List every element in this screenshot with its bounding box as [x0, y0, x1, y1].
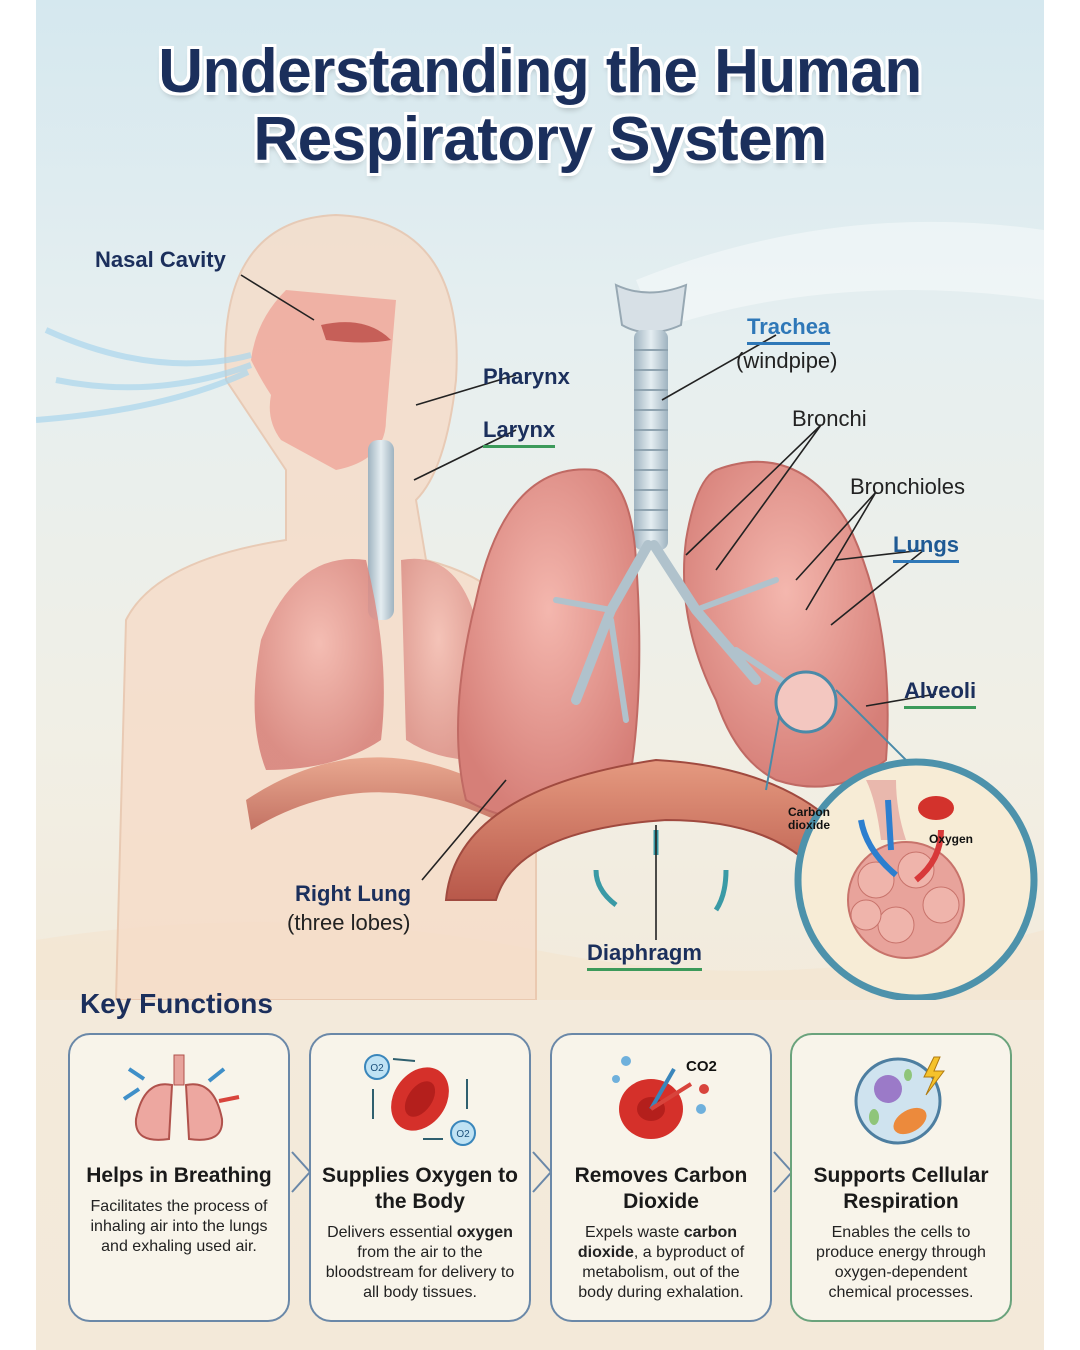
- lungs-icon: [122, 1054, 240, 1141]
- function-card-breathing: Helps in Breathing Facilitates the proce…: [68, 1033, 290, 1322]
- co2-arrow: [885, 799, 894, 851]
- diaphragm-arrows: [593, 830, 729, 912]
- function-card-co2: CO2 Removes Carbon Dioxide Expels waste …: [550, 1033, 772, 1322]
- card-description: Facilitates the process of inhaling air …: [90, 1198, 268, 1255]
- airflow-lines: [36, 327, 253, 423]
- key-functions-heading: Key Functions: [80, 988, 273, 1019]
- co2-arrow: [858, 819, 898, 878]
- card-description: Expels waste carbon dioxide, a byproduct…: [577, 1224, 745, 1301]
- respiratory-illustration: [36, 213, 1044, 1000]
- bronchi-tree: [553, 540, 799, 723]
- card-title: Helps in Breathing: [86, 1164, 272, 1187]
- label-trachea-sub: (windpipe): [736, 348, 838, 373]
- leader-lines: [240, 274, 937, 940]
- card-title: Supplies Oxygen to the Body: [321, 1164, 519, 1213]
- function-card-cellular: Supports Cellular Respiration Enables th…: [790, 1033, 1012, 1322]
- oxygen-arrow: [914, 829, 944, 883]
- function-card-oxygen: O2 O2 Supplies Oxygen to the Body Delive…: [309, 1033, 531, 1322]
- cell-energy-icon: [854, 1056, 945, 1145]
- label-right-lung: Right Lung: [295, 881, 412, 906]
- o2-text: O2: [456, 1129, 470, 1140]
- small-trachea: [368, 440, 394, 620]
- small-right-lung: [401, 558, 476, 760]
- co2-text: CO2: [686, 1058, 717, 1075]
- title-line-2: Respiratory System: [253, 105, 827, 174]
- label-trachea: Trachea: [747, 314, 831, 345]
- title-line-1: Understanding the Human: [158, 37, 922, 106]
- label-bronchi: Bronchi: [792, 406, 867, 431]
- infographic-poster: Understanding the Human Respiratory Syst…: [36, 0, 1044, 1350]
- label-pharynx: Pharynx: [483, 364, 570, 389]
- label-oxygen: Oxygen: [929, 832, 974, 846]
- card-description: Enables the cells to produce energy thro…: [816, 1224, 986, 1301]
- label-nasal-cavity: Nasal Cavity: [95, 247, 226, 272]
- alveoli-source-circle: [774, 670, 838, 734]
- larynx-cartilage: [614, 283, 688, 334]
- main-trachea: [634, 330, 668, 550]
- label-diaphragm: Diaphragm: [587, 940, 702, 971]
- label-lungs: Lungs: [893, 532, 959, 563]
- label-larynx: Larynx: [483, 417, 556, 448]
- small-left-lung: [254, 559, 384, 770]
- bg-wave: [636, 221, 1044, 330]
- co2-removal-icon: CO2: [612, 1056, 717, 1139]
- label-carbon-dioxide: Carbon dioxide: [788, 805, 831, 832]
- label-right-lung-sub: (three lobes): [287, 910, 411, 935]
- card-title: Supports Cellular Respiration: [813, 1164, 989, 1213]
- small-diaphragm: [246, 757, 496, 830]
- red-blood-cell-oxygen-icon: O2 O2: [364, 1054, 476, 1146]
- trachea-rings: [634, 349, 668, 531]
- o2-text: O2: [370, 1063, 384, 1074]
- card-description: Delivers essential oxygen from the air t…: [325, 1224, 515, 1301]
- label-alveoli: Alveoli: [904, 678, 977, 709]
- label-bronchioles: Bronchioles: [850, 474, 965, 499]
- card-title: Removes Carbon Dioxide: [574, 1164, 748, 1213]
